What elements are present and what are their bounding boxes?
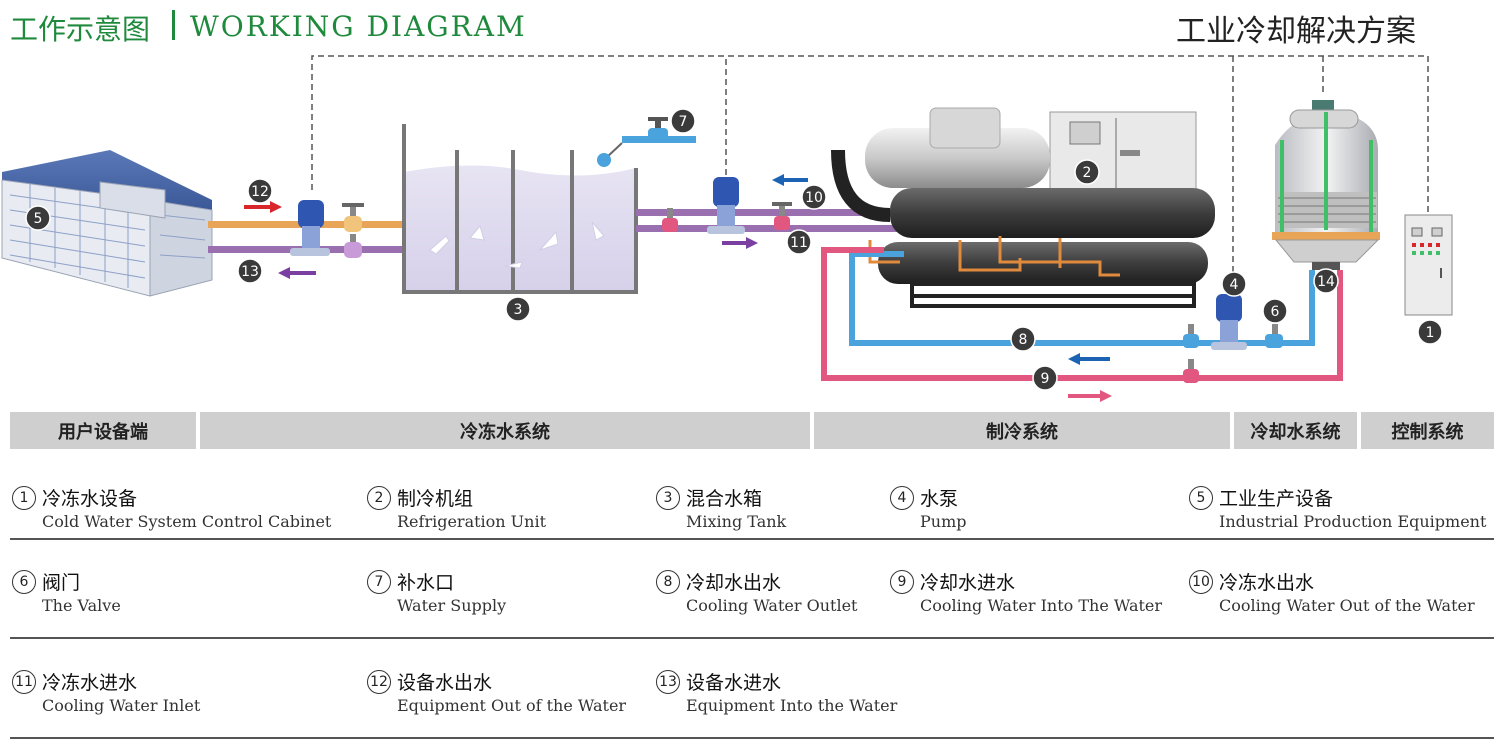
legend-divider [10, 538, 1494, 540]
legend-divider [10, 637, 1494, 639]
svg-text:6: 6 [1271, 304, 1280, 320]
legend-label-cn: 冷冻水进水 [42, 672, 138, 694]
legend-label-en: Pump [920, 512, 967, 531]
legend-number: 12 [367, 670, 391, 694]
legend-label-en: Cooling Water Inlet [42, 696, 201, 715]
svg-text:5: 5 [34, 211, 43, 227]
svg-text:11: 11 [790, 235, 808, 251]
legend-label-cn: 冷冻水设备 [42, 488, 138, 510]
legend-number: 13 [656, 670, 680, 694]
svg-text:8: 8 [1019, 332, 1028, 348]
legend-label-en: Mixing Tank [686, 512, 787, 531]
marker-1: 1 [1417, 319, 1443, 345]
svg-text:2: 2 [1083, 165, 1092, 181]
legend-label-en: Equipment Into the Water [686, 696, 898, 715]
marker-2: 2 [1074, 159, 1100, 185]
svg-text:12: 12 [251, 184, 269, 200]
section-chilled-water: 冷冻水系统 [200, 412, 810, 449]
legend-label-en: Refrigeration Unit [397, 512, 547, 531]
legend-number: 11 [12, 670, 36, 694]
legend-label-en: The Valve [42, 596, 121, 615]
left-pump [290, 200, 330, 256]
legend-number: 2 [367, 486, 391, 510]
legend-number: 8 [656, 570, 680, 594]
cooling-loop [821, 247, 1343, 381]
marker-11: 11 [786, 229, 812, 255]
loop-valves [1183, 324, 1283, 383]
svg-text:9: 9 [1041, 371, 1050, 387]
middle-pump [707, 177, 745, 234]
legend-label-en: Cooling Water Into The Water [920, 596, 1163, 615]
legend-label-cn: 冷却水出水 [686, 572, 782, 594]
water-supply [597, 117, 696, 167]
marker-5: 5 [25, 205, 51, 231]
marker-6: 6 [1262, 298, 1288, 324]
legend-label-en: Cold Water System Control Cabinet [42, 512, 332, 531]
svg-text:10: 10 [805, 190, 823, 206]
loop-pump [1211, 294, 1247, 350]
marker-14: 14 [1313, 268, 1339, 294]
legend-divider [10, 737, 1494, 739]
legend-label-cn: 设备水进水 [686, 672, 782, 694]
svg-text:1: 1 [1426, 325, 1435, 341]
chiller-unit [831, 107, 1215, 308]
legend-label-cn: 混合水箱 [686, 488, 763, 510]
legend-label-cn: 冷却水进水 [920, 572, 1016, 594]
marker-9: 9 [1032, 365, 1058, 391]
legend-number: 6 [12, 570, 36, 594]
svg-text:13: 13 [241, 264, 259, 280]
section-refrigeration: 制冷系统 [814, 412, 1230, 449]
marker-8: 8 [1010, 326, 1036, 352]
marker-3: 3 [505, 296, 531, 322]
legend-number: 3 [656, 486, 680, 510]
section-control: 控制系统 [1361, 412, 1494, 449]
marker-7: 7 [670, 108, 696, 134]
brand-slogan: 工业冷却解决方案 [1176, 14, 1416, 49]
marker-4: 4 [1221, 271, 1247, 297]
left-valves [342, 203, 364, 258]
middle-valves [662, 202, 792, 232]
marker-12: 12 [247, 178, 273, 204]
legend-label-cn: 工业生产设备 [1219, 488, 1334, 510]
legend-label-en: Water Supply [397, 596, 507, 615]
marker-13: 13 [237, 258, 263, 284]
legend-number: 5 [1189, 486, 1213, 510]
legend-number: 10 [1189, 570, 1213, 594]
legend-label-cn: 制冷机组 [397, 488, 474, 510]
title-english: WORKING DIAGRAM [190, 10, 527, 43]
industrial-building [1, 150, 213, 297]
marker-10: 10 [801, 184, 827, 210]
svg-text:4: 4 [1230, 277, 1239, 293]
legend-number: 4 [890, 486, 914, 510]
control-lines [311, 55, 1429, 275]
legend-label-en: Industrial Production Equipment [1219, 512, 1487, 531]
legend-label-en: Cooling Water Out of the Water [1219, 596, 1475, 615]
legend-label-cn: 补水口 [397, 572, 455, 594]
svg-text:7: 7 [679, 114, 688, 130]
working-diagram: 5 12 13 3 7 10 11 2 4 6 14 1 8 9 [1, 55, 1453, 402]
diagram-markers: 5 12 13 3 7 10 11 2 4 6 14 1 8 9 [25, 108, 1443, 391]
section-cooling-water: 冷却水系统 [1234, 412, 1357, 449]
control-cabinet [1404, 214, 1453, 316]
cooling-tower [1272, 100, 1380, 270]
title-chinese: 工作示意图 [10, 13, 151, 46]
legend-label-cn: 冷冻水出水 [1219, 572, 1315, 594]
legend-number: 1 [12, 486, 36, 510]
legend-number: 7 [367, 570, 391, 594]
title-separator [172, 10, 175, 40]
legend-number: 9 [890, 570, 914, 594]
legend-label-cn: 设备水出水 [397, 672, 493, 694]
legend-label-cn: 阀门 [42, 572, 81, 594]
legend-label-en: Equipment Out of the Water [397, 696, 627, 715]
legend-label-cn: 水泵 [920, 488, 959, 510]
svg-text:14: 14 [1317, 274, 1335, 290]
svg-text:3: 3 [514, 302, 523, 318]
legend-label-en: Cooling Water Outlet [686, 596, 858, 615]
section-user-equipment: 用户设备端 [10, 412, 196, 449]
mixing-tank [402, 124, 638, 294]
